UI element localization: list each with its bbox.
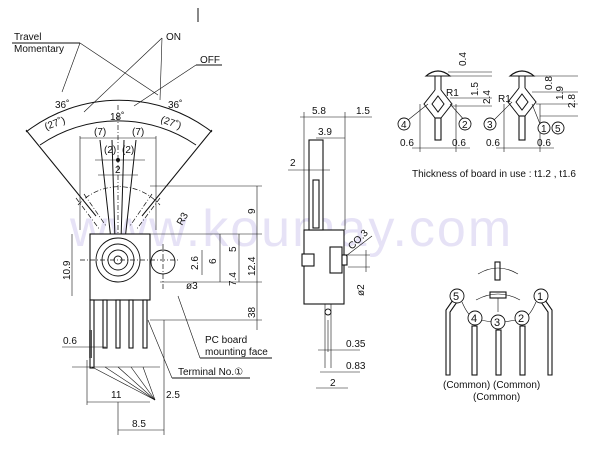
label-r1-left: R1	[446, 88, 459, 99]
dim-38: 38	[247, 306, 258, 318]
dim-3-9: 3.9	[318, 127, 332, 138]
label-off: OFF	[200, 55, 220, 66]
label-angle-18: 18˚	[110, 111, 124, 123]
label-on: ON	[166, 32, 181, 43]
dim-0-35: 0.35	[346, 339, 366, 350]
dim-2-8: 2.8	[567, 94, 578, 108]
dim-hole-dia: ø3	[186, 281, 198, 292]
label-angle-27-right: (27˚)	[159, 114, 183, 133]
common-label-row1: (Common) (Common)	[443, 380, 540, 391]
label-2-left: (2)	[104, 145, 116, 156]
label-2-right: (2)	[122, 145, 134, 156]
label-7-right: (7)	[132, 127, 144, 138]
label-mounting-face: mounting face	[205, 347, 268, 358]
dim-12-4: 12.4	[247, 256, 258, 276]
arc-27	[39, 120, 197, 146]
dim-5: 5	[228, 246, 239, 252]
circuit-pin-3: 3	[494, 317, 500, 329]
dim-0-4: 0.4	[458, 52, 469, 66]
dim-w06-b: 0.6	[452, 138, 466, 149]
dim-2-top: 2	[290, 158, 296, 169]
terminal-detail: 0.6 0.6 0.4 1.5 2.4 R1 0.6 0.6 0.8 1.9 2…	[397, 52, 578, 180]
side-view: 5.8 1.5 3.9 2 CO.3 ø2 0.35 0.83 2	[288, 106, 373, 389]
board-thickness-note: Thickness of board in use : t1.2 , t1.6	[412, 169, 576, 180]
dim-11: 11	[111, 390, 122, 401]
dim-6: 6	[208, 258, 219, 264]
pin-label-4: 4	[401, 120, 407, 131]
circuit-pin-4: 4	[471, 313, 477, 325]
label-pc-board: PC board	[205, 335, 247, 346]
dim-1-5: 1.5	[356, 106, 370, 117]
circuit-diagram: 5 4 3 2 1 (Common) (Common) (Common)	[443, 261, 553, 403]
dim-10-9: 10.9	[62, 260, 73, 280]
arc-36	[25, 99, 213, 133]
dim-1-9: 1.9	[555, 86, 566, 100]
dim-2-bottom: 2	[330, 378, 336, 389]
dim-0-8: 0.8	[544, 76, 555, 90]
label-travel: Travel	[14, 32, 41, 43]
pin-label-3: 3	[487, 120, 493, 131]
dim-2-4: 2.4	[482, 90, 493, 104]
pin-label-2: 2	[462, 120, 468, 131]
dim-0-6: 0.6	[63, 336, 77, 347]
front-view: Travel Momentary ON OFF 36˚ 36˚ 18˚ (27˚…	[12, 8, 272, 435]
front-terminals	[89, 299, 148, 369]
dim-7-4: 7.4	[228, 272, 239, 286]
dim-2-5: 2.5	[166, 390, 180, 401]
label-angle-27-left: (27˚)	[43, 114, 67, 133]
dim-5-8: 5.8	[312, 106, 326, 117]
dim-dia-2: ø2	[356, 284, 367, 296]
dim-w06-d: 0.6	[537, 138, 551, 149]
dim-2-6: 2.6	[190, 256, 201, 270]
common-label-row2: (Common)	[473, 392, 520, 403]
fan-left-edge	[25, 129, 97, 217]
dim-8-5: 8.5	[132, 419, 146, 430]
dim-9: 9	[247, 208, 258, 214]
label-momentary: Momentary	[14, 44, 64, 55]
label-angle-36-left: 36˚	[55, 99, 69, 111]
fan-right-edge	[141, 129, 213, 217]
dim-0-83: 0.83	[346, 361, 366, 372]
label-7-left: (7)	[94, 127, 106, 138]
dim-w06-c: 0.6	[486, 138, 500, 149]
dim-1-5: 1.5	[470, 82, 481, 96]
circuit-pin-2: 2	[518, 313, 524, 325]
dim-w06-a: 0.6	[400, 138, 414, 149]
pin-label-1: 1	[541, 124, 547, 135]
pin-label-5: 5	[555, 124, 561, 135]
label-2-center: 2	[115, 165, 121, 176]
label-angle-36-right: 36˚	[168, 99, 182, 111]
circuit-pin-5: 5	[453, 291, 459, 303]
label-r1-right: R1	[498, 94, 511, 105]
circuit-pin-1: 1	[537, 291, 543, 303]
label-terminal-no: Terminal No.①	[178, 367, 243, 378]
